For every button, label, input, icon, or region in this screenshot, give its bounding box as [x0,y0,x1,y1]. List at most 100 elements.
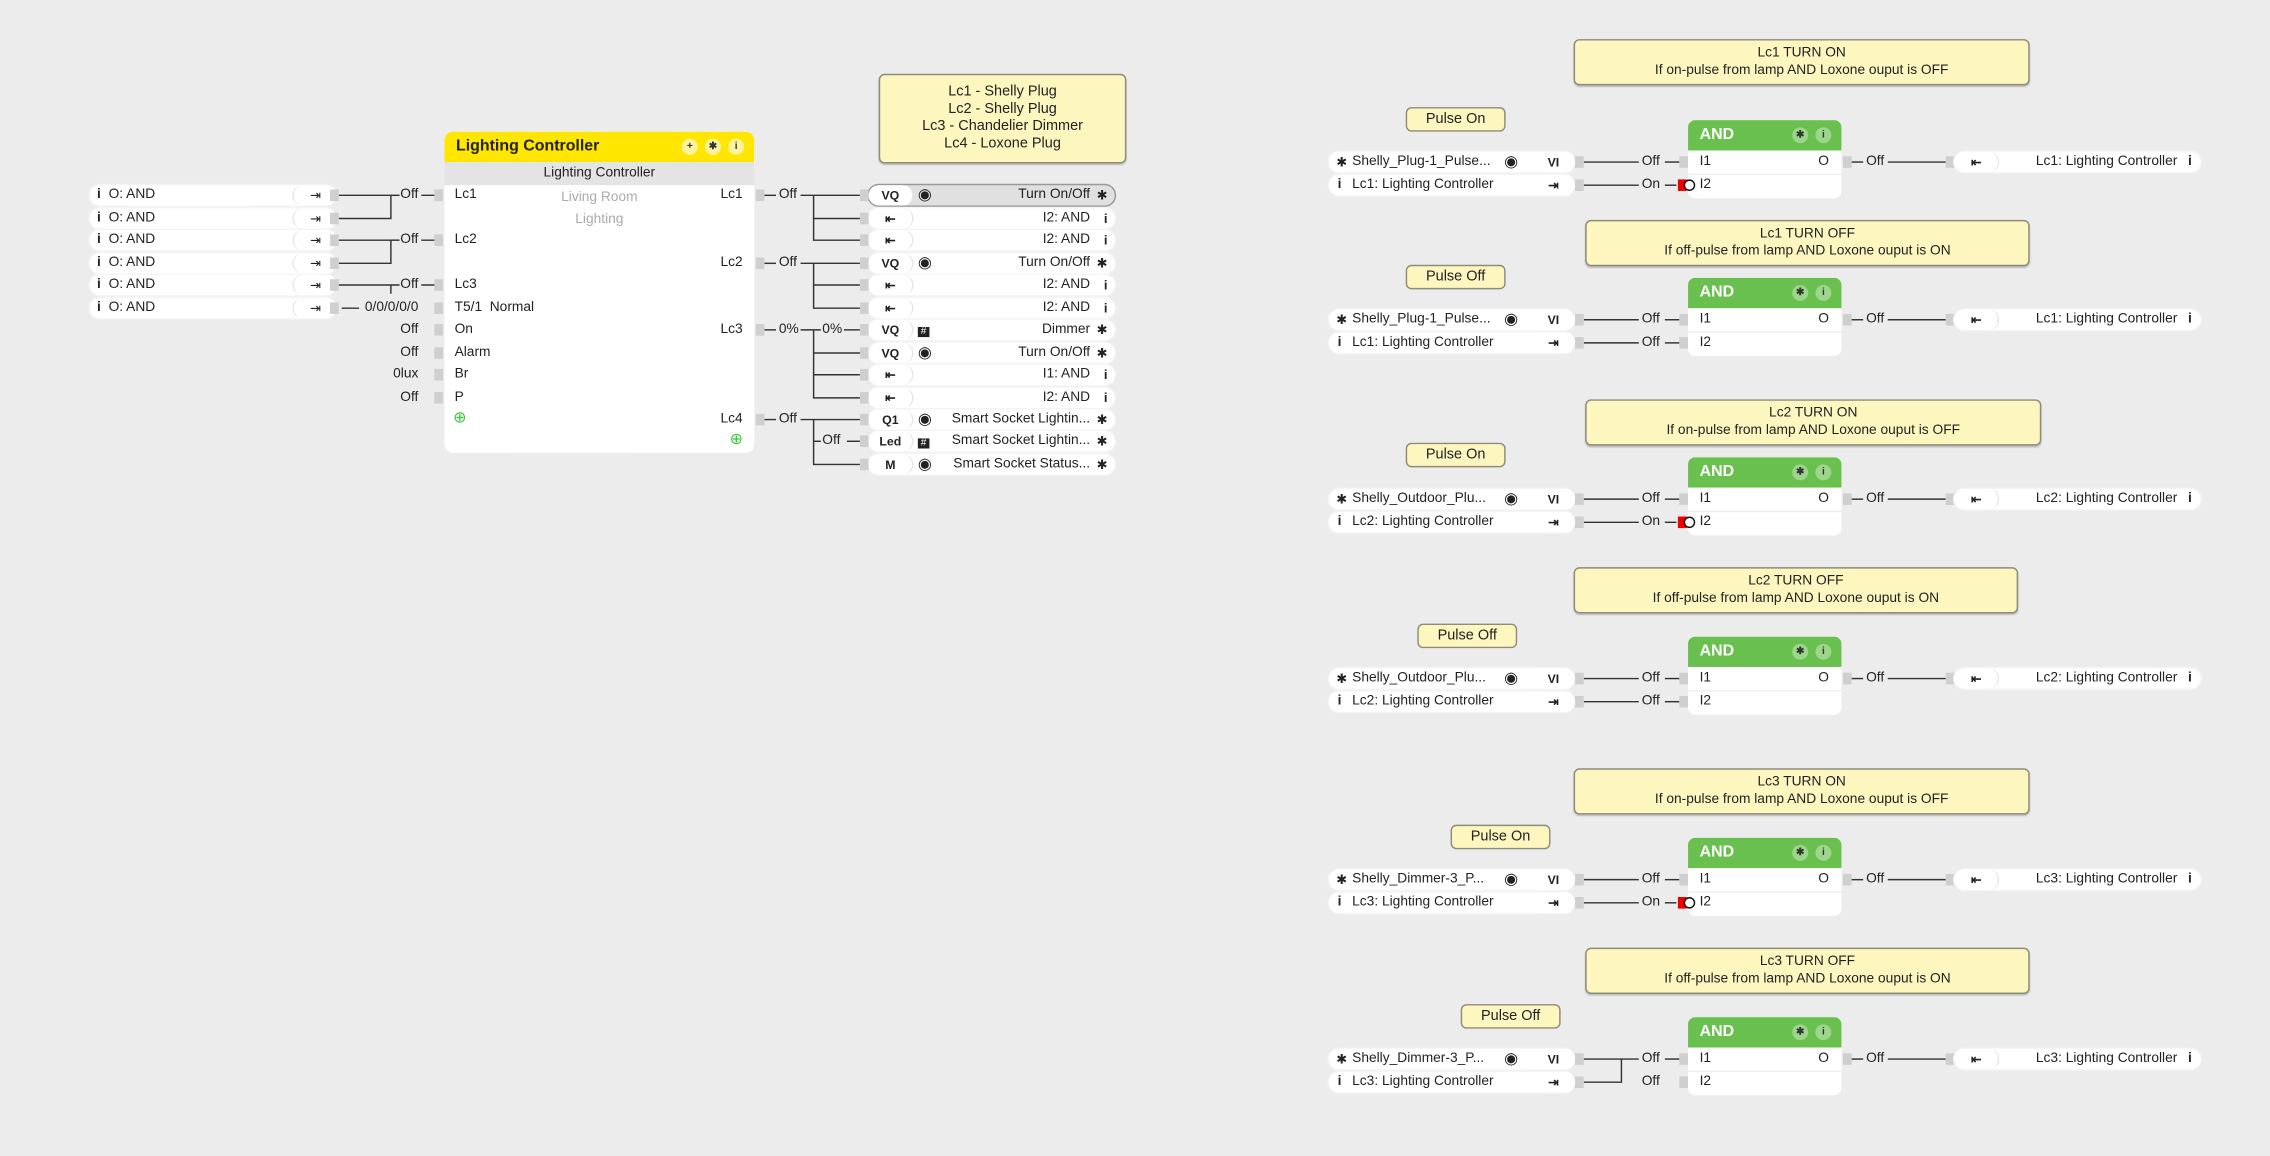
input-row[interactable]: ✱Shelly_Plug-1_Pulse...◉VI [1328,151,1577,173]
connector[interactable] [859,257,869,270]
connector[interactable] [1679,695,1689,708]
gear-icon[interactable]: ✱ [1792,127,1809,144]
connector[interactable] [330,279,339,291]
output-row[interactable]: VQ◉Turn On/Off✱ [868,185,1115,206]
connector[interactable] [1575,493,1584,505]
connector[interactable] [1679,493,1689,505]
info-icon[interactable]: i [1337,894,1342,911]
connector[interactable] [859,279,869,291]
info-icon[interactable]: i [1103,367,1108,382]
info-icon[interactable]: i [1103,277,1108,293]
connector[interactable] [1842,873,1852,886]
connector[interactable] [434,324,443,336]
pulse-label[interactable]: Pulse Off [1405,264,1506,290]
info-icon[interactable]: i [96,209,101,226]
gear-icon[interactable]: ✱ [1792,464,1809,481]
connector[interactable] [1575,337,1584,349]
pulse-label[interactable]: Pulse On [1450,824,1551,850]
connector[interactable] [330,234,339,246]
info-icon[interactable]: i [2187,490,2192,507]
connector[interactable] [1575,1076,1584,1088]
gear-icon[interactable]: ✱ [1792,285,1809,301]
connector[interactable] [859,189,869,202]
gear-icon[interactable]: ✱ [1792,844,1809,861]
input-row[interactable]: ✱Shelly_Outdoor_Plu...◉VI [1328,489,1577,510]
input-row[interactable]: ✱Shelly_Plug-1_Pulse...◉VI [1328,309,1577,330]
connector[interactable] [1679,873,1689,886]
connector[interactable] [755,257,765,270]
info-icon[interactable]: i [2187,153,2192,170]
connector[interactable] [1842,672,1852,685]
connector[interactable] [1842,313,1852,326]
input-row[interactable]: ✱Shelly_Dimmer-3_P...◉VI [1328,869,1577,890]
info-icon[interactable]: i [1815,285,1832,301]
input-row[interactable]: ✱Shelly_Outdoor_Plu...◉VI [1328,668,1577,689]
connector[interactable] [1575,873,1584,886]
plus-icon[interactable]: + [681,138,698,155]
pulse-label[interactable]: Pulse On [1405,442,1506,468]
connector[interactable] [1945,672,1955,685]
gear-icon[interactable]: ✱ [1792,643,1809,660]
connector[interactable] [859,234,869,246]
gear-icon[interactable]: ✱ [1336,312,1348,327]
info-icon[interactable]: i [96,186,101,203]
connector[interactable] [859,435,869,448]
connector[interactable] [434,347,443,359]
connector[interactable] [1575,313,1584,326]
connector[interactable] [434,279,443,291]
connector[interactable] [1575,672,1584,685]
connector[interactable] [1679,672,1689,685]
gear-icon[interactable]: ✱ [705,138,721,155]
input-row[interactable]: ✱Shelly_Dimmer-3_P...◉VI [1328,1048,1577,1070]
info-icon[interactable]: i [1815,844,1832,861]
connector[interactable] [859,302,869,314]
connector[interactable] [434,234,443,246]
output-row[interactable]: Q1◉Smart Socket Lightin...✱ [868,409,1115,430]
connector[interactable] [1945,313,1955,326]
connector[interactable] [859,413,869,426]
connector[interactable] [330,212,339,225]
pulse-label[interactable]: Pulse On [1405,107,1506,132]
connector[interactable] [434,368,443,381]
info-icon[interactable]: i [1103,300,1108,316]
info-icon[interactable]: i [96,231,101,248]
connector[interactable] [330,257,339,270]
connector[interactable] [1679,1076,1689,1088]
connector[interactable] [434,189,443,202]
connector[interactable] [1575,695,1584,708]
info-icon[interactable]: i [2187,870,2192,887]
info-icon[interactable]: i [1815,1024,1832,1041]
gear-icon[interactable]: ✱ [1096,256,1108,271]
info-icon[interactable]: i [2187,1050,2192,1067]
connector[interactable] [1575,156,1584,168]
connector[interactable] [1679,156,1689,168]
connector[interactable] [859,324,869,336]
info-icon[interactable]: i [1815,127,1832,144]
connector[interactable] [434,392,443,404]
connector[interactable] [859,212,869,225]
pulse-label[interactable]: Pulse Off [1460,1004,1561,1029]
connector[interactable] [330,302,339,314]
